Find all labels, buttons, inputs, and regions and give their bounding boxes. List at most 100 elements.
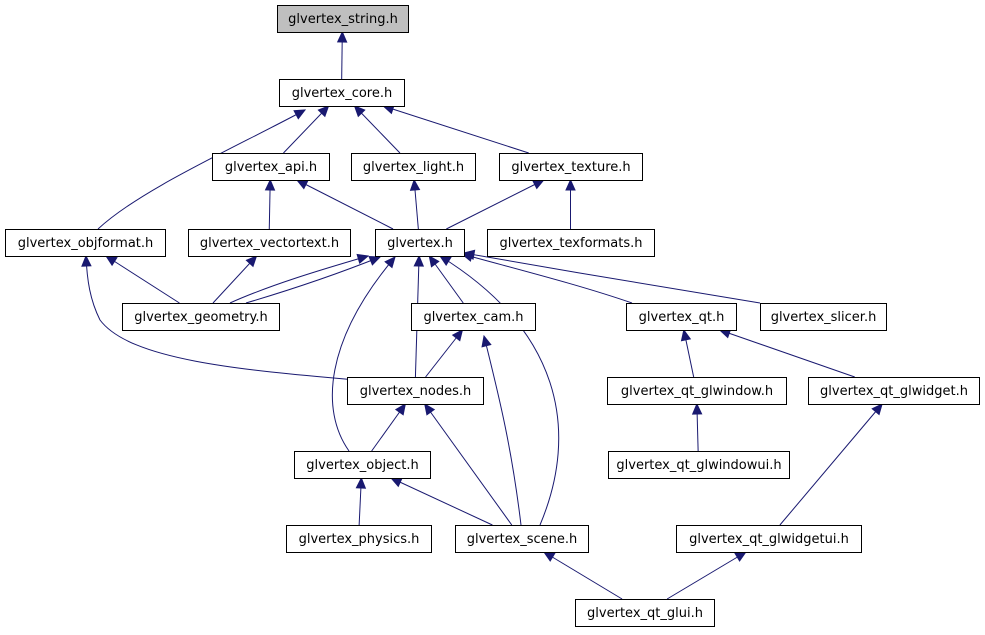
node-label: glvertex_object.h bbox=[306, 458, 418, 473]
node-box[interactable] bbox=[279, 79, 405, 107]
node-box[interactable] bbox=[294, 451, 431, 479]
node-box[interactable] bbox=[487, 229, 655, 257]
edge-arrowhead-1 bbox=[317, 105, 330, 118]
node-box[interactable] bbox=[411, 303, 536, 331]
node-box[interactable] bbox=[122, 303, 280, 331]
node-qt-glwidgetui[interactable]: glvertex_qt_glwidgetui.h bbox=[676, 525, 862, 553]
node-label: glvertex_texture.h bbox=[511, 160, 630, 175]
node-box[interactable] bbox=[455, 525, 589, 553]
edge-arrowhead-20 bbox=[81, 254, 92, 267]
node-label: glvertex_texformats.h bbox=[499, 236, 642, 251]
node-string[interactable]: glvertex_string.h bbox=[277, 5, 409, 33]
edge-api-to-core bbox=[283, 105, 329, 154]
edge-arrowhead-30 bbox=[871, 403, 883, 416]
edge-arrowhead-16 bbox=[384, 256, 396, 269]
edge-arrowhead-31 bbox=[542, 551, 556, 562]
node-box[interactable] bbox=[347, 377, 484, 405]
edge-arrowhead-32 bbox=[734, 551, 747, 562]
edge-arrowhead-21 bbox=[451, 329, 464, 342]
node-vectortext[interactable]: glvertex_vectortext.h bbox=[188, 229, 351, 257]
edge-geometry-to-vectortext bbox=[212, 255, 257, 304]
node-box[interactable] bbox=[608, 451, 790, 479]
edge-slicer-to-glvertex bbox=[463, 252, 761, 304]
node-api[interactable]: glvertex_api.h bbox=[212, 153, 330, 181]
node-glvertex[interactable]: glvertex.h bbox=[375, 229, 465, 257]
edge-arrowhead-8 bbox=[531, 179, 545, 190]
node-box[interactable] bbox=[499, 153, 643, 181]
node-box[interactable] bbox=[212, 153, 330, 181]
node-label: glvertex.h bbox=[387, 236, 453, 251]
node-objformat[interactable]: glvertex_objformat.h bbox=[5, 229, 166, 257]
node-label: glvertex_scene.h bbox=[467, 532, 578, 547]
node-qt-glui[interactable]: glvertex_qt_glui.h bbox=[575, 599, 715, 627]
node-qt-glwindow[interactable]: glvertex_qt_glwindow.h bbox=[607, 377, 787, 405]
node-label: glvertex_qt.h bbox=[639, 310, 725, 325]
node-box[interactable] bbox=[375, 229, 465, 257]
edges-layer bbox=[81, 30, 883, 600]
node-label: glvertex_qt_glwidgetui.h bbox=[689, 532, 849, 547]
edge-object-to-glvertex bbox=[331, 256, 396, 452]
node-box[interactable] bbox=[351, 153, 476, 181]
node-box[interactable] bbox=[626, 303, 737, 331]
node-label: glvertex_slicer.h bbox=[771, 310, 877, 325]
edge-arrowhead-9 bbox=[565, 178, 576, 191]
node-box[interactable] bbox=[188, 229, 351, 257]
node-box[interactable] bbox=[5, 229, 166, 257]
edge-arrowhead-2 bbox=[353, 105, 366, 118]
node-qt-glwindowui[interactable]: glvertex_qt_glwindowui.h bbox=[608, 451, 790, 479]
edge-scene-to-cam bbox=[483, 335, 522, 526]
node-texture[interactable]: glvertex_texture.h bbox=[499, 153, 643, 181]
node-geometry[interactable]: glvertex_geometry.h bbox=[122, 303, 280, 331]
node-core[interactable]: glvertex_core.h bbox=[279, 79, 405, 107]
node-label: glvertex_objformat.h bbox=[18, 236, 154, 251]
node-box[interactable] bbox=[286, 525, 432, 553]
node-label: glvertex_qt_glwindowui.h bbox=[616, 458, 781, 473]
edge-arrowhead-11 bbox=[245, 255, 258, 268]
edge-arrowhead-19 bbox=[462, 249, 476, 261]
node-label: glvertex_qt_glwindow.h bbox=[621, 384, 773, 399]
node-label: glvertex_physics.h bbox=[299, 532, 420, 547]
edge-glvertex-to-texture bbox=[446, 179, 544, 230]
edge-scene-to-object bbox=[390, 477, 493, 526]
node-box[interactable] bbox=[277, 5, 409, 33]
node-object[interactable]: glvertex_object.h bbox=[294, 451, 431, 479]
nodes-layer: glvertex_string.h glvertex_core.h glvertex… bbox=[5, 5, 980, 627]
node-physics[interactable]: glvertex_physics.h bbox=[286, 525, 432, 553]
edge-light-to-core bbox=[354, 105, 401, 154]
node-cam[interactable]: glvertex_cam.h bbox=[411, 303, 536, 331]
edge-qt_glwidget-to-qt bbox=[719, 329, 855, 378]
node-scene[interactable]: glvertex_scene.h bbox=[455, 525, 589, 553]
node-qt-glwidget[interactable]: glvertex_qt_glwidget.h bbox=[808, 377, 980, 405]
node-box[interactable] bbox=[676, 525, 862, 553]
edge-arrowhead-4 bbox=[293, 109, 307, 120]
node-label: glvertex_qt_glui.h bbox=[587, 606, 703, 621]
node-box[interactable] bbox=[607, 377, 787, 405]
node-box[interactable] bbox=[575, 599, 715, 627]
edge-qt-to-glvertex bbox=[461, 253, 633, 304]
node-nodes[interactable]: glvertex_nodes.h bbox=[347, 377, 484, 405]
edge-geometry-to-glvertex bbox=[229, 255, 369, 304]
edge-arrowhead-24 bbox=[424, 403, 436, 416]
node-label: glvertex_nodes.h bbox=[360, 384, 472, 399]
node-label: glvertex_core.h bbox=[292, 86, 393, 101]
edge-arrowhead-26 bbox=[389, 477, 403, 488]
edge-scene-to-nodes bbox=[424, 403, 513, 526]
edge-arrowhead-27 bbox=[680, 328, 692, 342]
node-label: glvertex_light.h bbox=[363, 160, 464, 175]
edge-glvertex-to-geometry bbox=[245, 256, 381, 304]
node-slicer[interactable]: glvertex_slicer.h bbox=[760, 303, 887, 331]
node-texformats[interactable]: glvertex_texformats.h bbox=[487, 229, 655, 257]
node-light[interactable]: glvertex_light.h bbox=[351, 153, 476, 181]
node-box[interactable] bbox=[808, 377, 980, 405]
edge-arrowhead-25 bbox=[355, 476, 367, 489]
node-qt[interactable]: glvertex_qt.h bbox=[626, 303, 737, 331]
edge-arrowhead-22 bbox=[481, 334, 492, 348]
edge-arrowhead-14 bbox=[428, 255, 440, 268]
edge-objformat-to-core bbox=[97, 109, 306, 230]
edge-arrowhead-7 bbox=[409, 178, 421, 191]
node-label: glvertex_vectortext.h bbox=[200, 236, 339, 251]
node-box[interactable] bbox=[760, 303, 887, 331]
edge-arrowhead-0 bbox=[336, 30, 348, 43]
edge-texture-to-core bbox=[383, 105, 529, 154]
